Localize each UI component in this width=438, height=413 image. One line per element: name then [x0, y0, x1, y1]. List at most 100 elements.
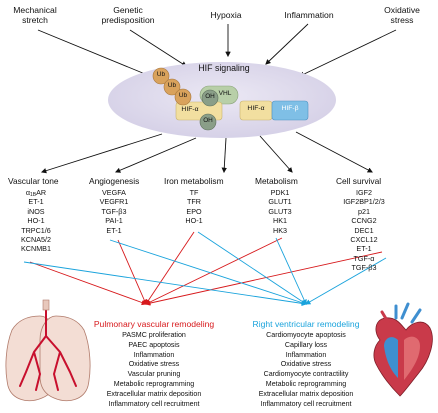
outcome-item-rv-4: Cardiomyocyte contractility — [263, 370, 349, 379]
hif-alpha-label-left: HIF-α — [181, 106, 199, 113]
gene-3-3: HK1 — [273, 216, 287, 226]
category-title-angiogenesis: Angiogenesis — [89, 176, 140, 186]
input-hypoxia: Hypoxia — [210, 10, 242, 20]
gene-1-4: ET-1 — [106, 225, 122, 235]
gene-1-2: TGF-β3 — [101, 206, 127, 216]
link-blue-3 — [197, 231, 307, 305]
outcome-item-pulmonary-2: Inflammation — [133, 350, 175, 359]
category-arrow-2 — [115, 137, 197, 173]
gene-4-4: DEC1 — [354, 225, 374, 235]
outcome-item-pulmonary-1: PAEC apoptosis — [128, 340, 180, 349]
link-blue-5 — [305, 257, 387, 305]
ub-label-1: Ub — [156, 71, 166, 78]
outcome-item-pulmonary-4: Vascular pruning — [127, 370, 181, 379]
gene-0-6: KCNMB1 — [21, 244, 51, 254]
outcome-item-rv-2: Inflammation — [285, 350, 327, 359]
gene-4-6: ET-1 — [356, 244, 372, 254]
gene-2-2: EPO — [186, 206, 202, 216]
category-arrow-1 — [40, 133, 163, 174]
link-red-4 — [145, 237, 283, 305]
outcome-item-pulmonary-6: Extracellular matrix deposition — [106, 389, 202, 398]
link-red-2 — [117, 239, 147, 305]
ub-label-3: Ub — [178, 92, 188, 99]
gene-2-1: TFR — [187, 197, 201, 207]
gene-4-3: CCNG2 — [351, 216, 377, 226]
lung-illustration — [5, 299, 91, 402]
outcome-item-rv-7: Inflammatory cell recruitment — [260, 399, 352, 408]
outcome-item-pulmonary-3: Oxidative stress — [128, 360, 180, 369]
ub-label-2: Ub — [167, 82, 177, 89]
outcome-item-pulmonary-7: Inflammatory cell recruitment — [108, 399, 200, 408]
outcome-item-rv-5: Metabolic reprogramming — [265, 380, 347, 388]
outcome-title-pulmonary: Pulmonary vascular remodeling — [93, 319, 215, 329]
category-title-iron-metabolism: Iron metabolism — [164, 176, 224, 186]
input-arrow-2 — [129, 29, 187, 67]
category-title-cell-survival: Cell survival — [336, 176, 382, 186]
link-red-3 — [145, 231, 195, 305]
gene-2-0: TF — [189, 188, 199, 197]
hif-alpha-label-right: HIF-α — [247, 105, 265, 112]
link-blue-2 — [109, 239, 308, 306]
outcome-links — [23, 231, 387, 307]
input-inflammation: Inflammation — [284, 10, 334, 20]
ub-circle-1 — [152, 67, 170, 85]
gene-0-4: TRPC1/6 — [21, 225, 51, 235]
gene-0-2: iNOS — [27, 206, 45, 216]
gene-4-7: TGF-α — [353, 253, 375, 263]
gene-0-3: HO-1 — [27, 216, 45, 226]
link-blue-1 — [23, 261, 308, 307]
gene-4-8: TGF-β3 — [351, 263, 377, 273]
heart-illustration — [373, 302, 433, 397]
link-blue-4 — [275, 237, 307, 305]
category-title-metabolism: Metabolism — [255, 176, 298, 186]
outcome-item-pulmonary-0: PASMC proliferation — [122, 331, 186, 339]
ub-circle-3 — [174, 88, 192, 106]
hif-beta-box — [271, 100, 309, 121]
outcome-title-rv: Right ventricular remodeling — [252, 319, 360, 329]
input-arrow-1 — [37, 29, 151, 77]
gene-4-2: p21 — [358, 206, 370, 216]
outcome-item-rv-1: Capillary loss — [284, 340, 328, 349]
link-red-1 — [29, 261, 148, 306]
gene-0-1: ET-1 — [28, 197, 44, 207]
link-red-5 — [144, 251, 383, 306]
ub-circle-2 — [163, 78, 181, 96]
outcome-item-pulmonary-5: Metabolic reprogramming — [113, 380, 195, 388]
hif-signaling-title: HIF signaling — [198, 63, 250, 73]
input-arrows — [37, 23, 397, 77]
category-title-vascular-tone: Vascular tone — [8, 176, 59, 186]
hif-complex — [152, 67, 309, 131]
gene-4-1: IGF2BP1/2/3 — [343, 197, 385, 207]
gene-3-0: PDK1 — [270, 188, 290, 197]
category-arrow-5 — [295, 131, 373, 173]
category-arrows — [40, 131, 373, 174]
gene-0-5: KCNA5/2 — [21, 235, 51, 244]
gene-1-0: VEGFA — [102, 188, 126, 197]
gene-3-4: HK3 — [273, 225, 287, 235]
outcome-item-rv-6: Extracellular matrix deposition — [258, 389, 354, 398]
oh-circle-bottom — [199, 113, 217, 131]
gene-4-5: CXCL12 — [350, 235, 378, 244]
gene-2-3: HO-1 — [185, 216, 203, 226]
oh-circle-top — [201, 89, 219, 107]
category-arrow-4 — [259, 135, 293, 173]
gene-4-0: IGF2 — [356, 188, 372, 197]
category-arrow-3 — [221, 137, 227, 174]
oh-label-top: OH — [205, 93, 215, 100]
oh-label-bottom: OH — [203, 117, 213, 124]
gene-3-2: GLUT3 — [268, 206, 292, 216]
vhl-label: VHL — [218, 90, 232, 97]
hif-beta-label: HIF-β — [281, 105, 299, 112]
input-arrow-4 — [265, 23, 309, 65]
input-arrow-5 — [299, 29, 397, 77]
gene-0-0: α1BAR — [25, 188, 47, 198]
gene-1-3: PAI-1 — [105, 216, 123, 226]
outcome-item-rv-3: Oxidative stress — [280, 360, 332, 369]
gene-1-1: VEGFR1 — [99, 197, 129, 207]
gene-3-1: GLUT1 — [268, 197, 292, 207]
